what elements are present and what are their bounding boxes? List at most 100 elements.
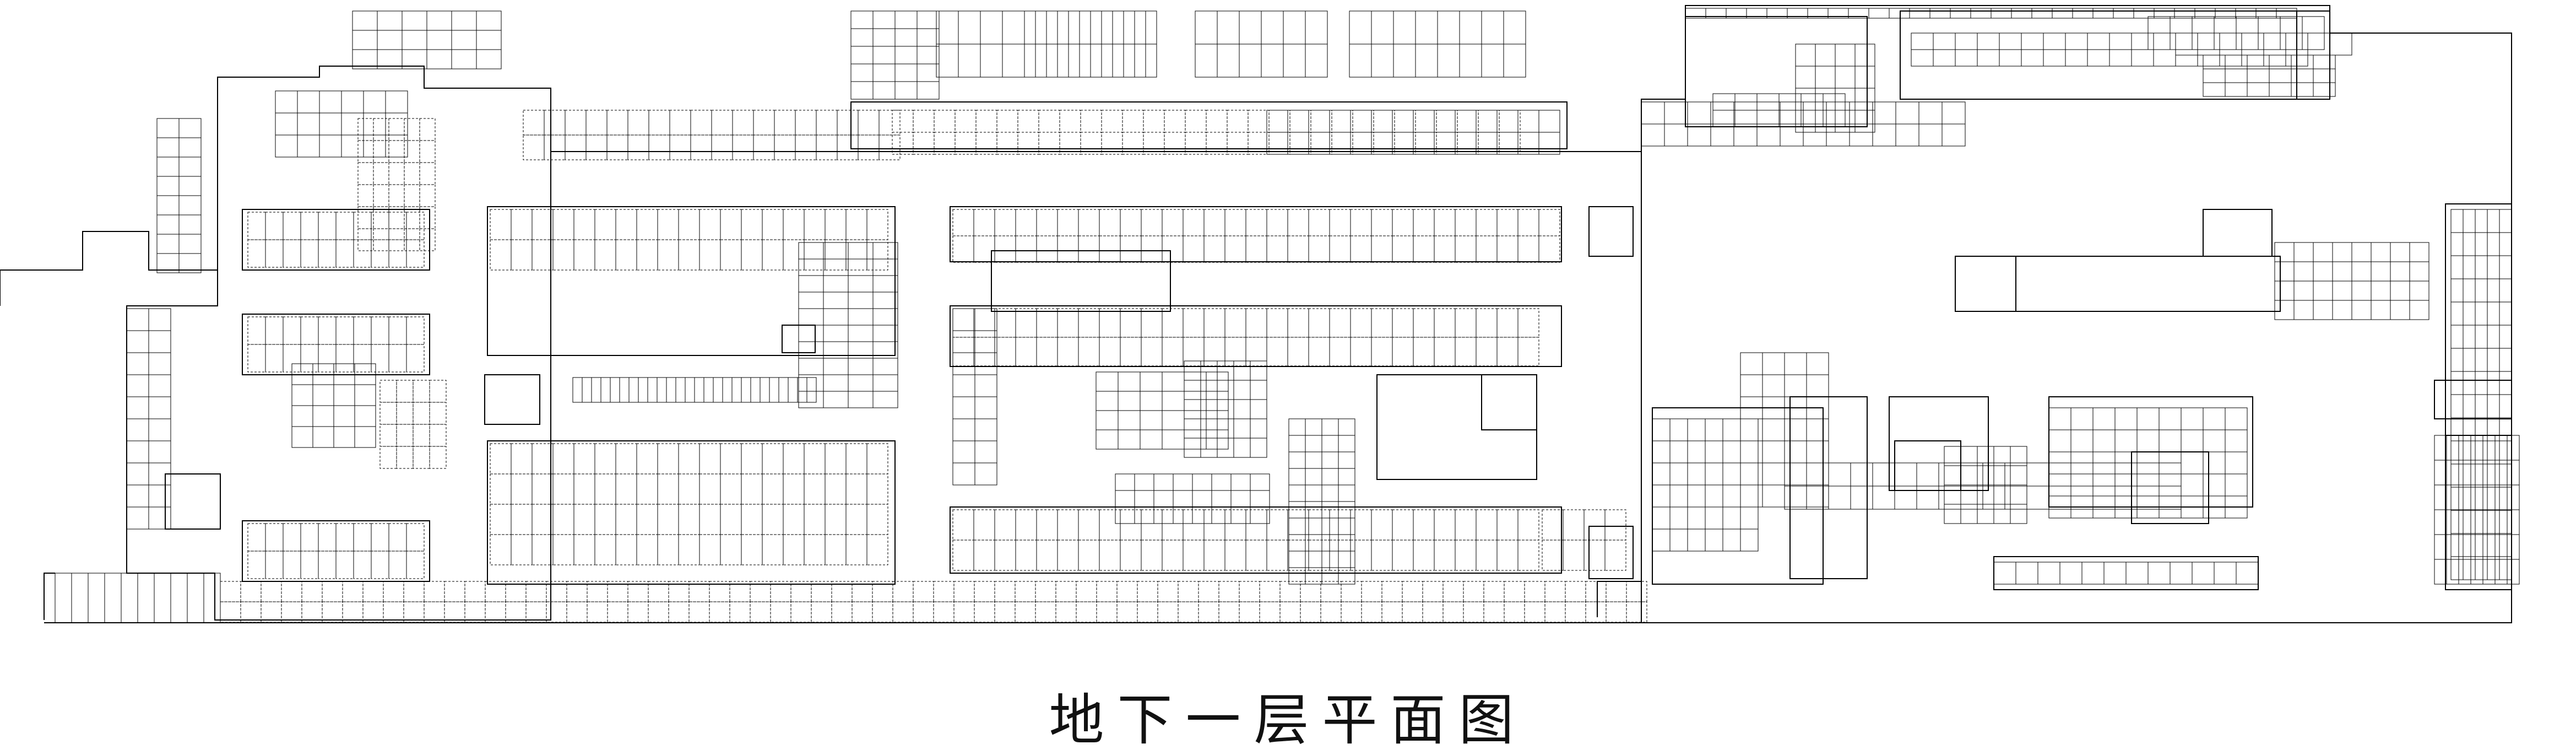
plan-cell (552, 504, 574, 535)
plan-cell (354, 384, 376, 406)
plan-cell (2092, 429, 2116, 452)
plan-cell (1120, 235, 1142, 263)
plan-cell (1664, 123, 1688, 147)
plan-cell (1705, 506, 1723, 530)
plan-cell (2475, 463, 2488, 488)
plan-cell (615, 534, 637, 565)
plan-cell (2043, 49, 2066, 67)
plan-cell (265, 551, 284, 579)
plan-cell (362, 601, 384, 623)
plan-cell (2219, 33, 2242, 56)
plan-cell (2293, 261, 2314, 282)
plan-cell (913, 581, 934, 602)
plan-cell (1185, 110, 1207, 133)
plan-cell (2351, 281, 2372, 301)
plan-cell (1162, 509, 1184, 541)
plan-cell (2236, 16, 2259, 34)
plan-cell (476, 30, 502, 50)
plan-cell (1141, 209, 1163, 236)
plan-cell (952, 308, 975, 331)
plan-cell (2371, 281, 2391, 301)
plan-cell (699, 504, 721, 535)
plan-cell (1250, 490, 1270, 508)
plan-cell (872, 358, 898, 375)
plan-cell (1338, 567, 1355, 585)
plan-cell (476, 10, 502, 31)
plan-cell (126, 308, 149, 331)
plan-cell (2487, 510, 2500, 534)
plan-cell (1230, 490, 1251, 508)
plan-cell (1211, 490, 1232, 508)
plan-cell (572, 377, 583, 403)
plan-cell (1184, 438, 1201, 458)
plan-cell (357, 118, 374, 141)
plan-cell (511, 209, 533, 240)
plan-cell (1233, 438, 1251, 458)
plan-cell (657, 443, 679, 474)
plan-cell (126, 330, 149, 353)
plan-cell (1287, 209, 1309, 236)
plan-cell (1162, 371, 1185, 392)
plan-cell (1288, 484, 1306, 502)
plan-cell (178, 234, 202, 254)
plan-cell (1868, 8, 1890, 19)
plan-cell (2109, 33, 2132, 50)
plan-cell (703, 377, 714, 403)
plan-cell (300, 523, 319, 552)
plan-cell (2482, 484, 2496, 510)
plan-cell (894, 81, 918, 100)
plan-cell (823, 258, 849, 276)
plan-cell (2048, 407, 2071, 430)
plan-cell (275, 134, 298, 158)
plan-cell (669, 110, 691, 136)
plan-cell (429, 424, 447, 447)
plan-cell (1227, 110, 1249, 133)
plan-cell (1183, 209, 1205, 236)
plan-cell (1096, 371, 1119, 392)
plan-cell (1200, 438, 1218, 458)
plan-cell (1517, 209, 1539, 236)
plan-cell (845, 534, 867, 565)
plan-cell (187, 573, 204, 623)
plan-cell (685, 377, 695, 403)
plan-cell (1141, 509, 1163, 541)
plan-cell (1705, 528, 1723, 552)
plan-cell (2450, 301, 2464, 326)
plan-cell (774, 134, 796, 160)
plan-cell (341, 134, 364, 158)
plan-cell (2293, 300, 2314, 320)
plan-cell (1350, 110, 1372, 133)
plan-cell (178, 214, 202, 235)
plan-cell (406, 344, 425, 373)
plan-cell (1300, 581, 1321, 602)
plan-cell (648, 601, 669, 623)
plan-cell (1916, 486, 1939, 510)
plan-cell (845, 504, 867, 535)
plan-cell (1563, 509, 1585, 541)
plan-cell (1669, 440, 1688, 463)
plan-cell (1096, 601, 1118, 623)
plan-cell (1999, 33, 2022, 50)
plan-cell (1076, 601, 1097, 623)
plan-cell (2351, 242, 2372, 262)
plan-cell (247, 316, 266, 345)
plan-cell (1099, 509, 1121, 541)
plan-cell (552, 534, 574, 565)
plan-cell (283, 239, 301, 268)
plan-cell (1740, 462, 1763, 486)
plan-cell (1184, 399, 1201, 419)
plan-cell (1200, 360, 1218, 381)
plan-cell (816, 134, 838, 160)
plan-cell (1200, 399, 1218, 419)
plan-cell (638, 377, 648, 403)
plan-cell (615, 504, 637, 535)
plan-cell (1806, 440, 1829, 463)
plan-cell (261, 601, 282, 623)
plan-cell (1141, 235, 1163, 263)
plan-cell (848, 358, 874, 375)
plan-cell (2276, 8, 2297, 19)
plan-cell (388, 206, 405, 229)
plan-cell (1350, 540, 1372, 571)
plan-cell (1153, 473, 1174, 491)
plan-cell (762, 443, 784, 474)
